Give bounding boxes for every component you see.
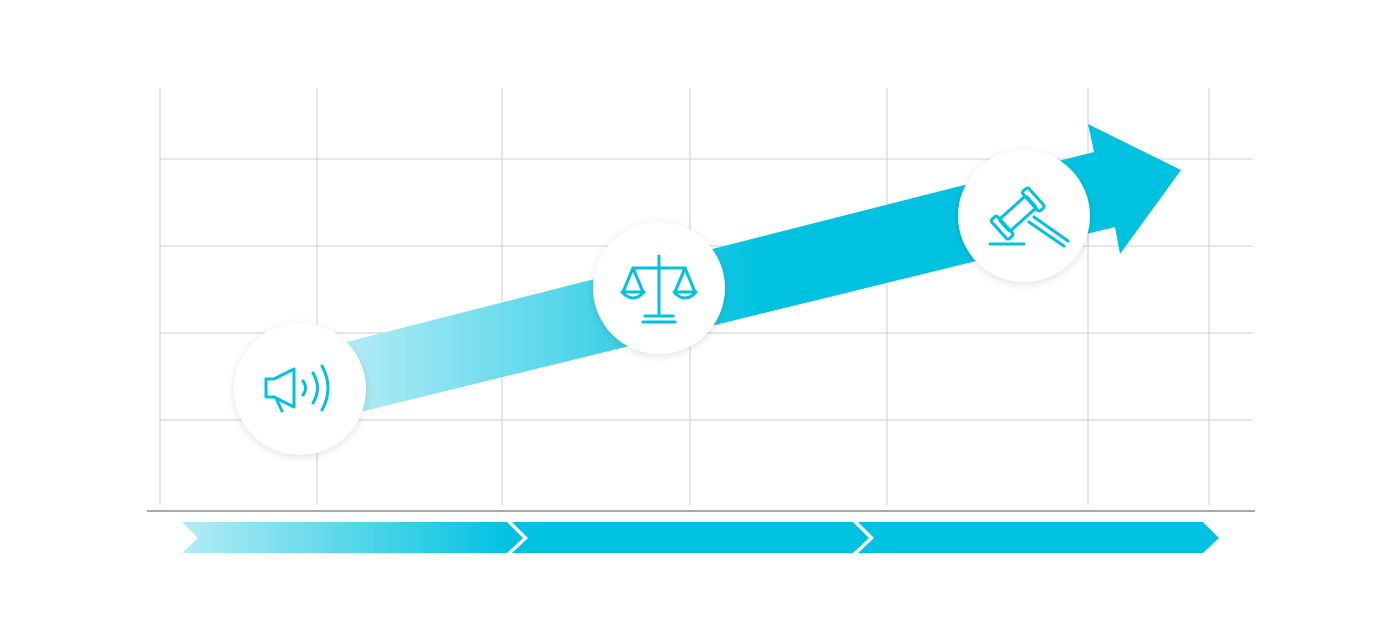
milestone-badge-1: [234, 323, 366, 455]
timeline-chevron-1: [182, 522, 523, 553]
gavel-icon: [988, 186, 1070, 248]
timeline-chevrons: [182, 522, 1219, 553]
megaphone-icon: [264, 364, 330, 413]
milestone-badge-circle: [958, 150, 1090, 282]
milestone-badge-circle: [234, 323, 366, 455]
milestone-badge-2: [593, 222, 725, 354]
scales-of-justice-icon: [620, 254, 698, 324]
timeline-chevron-2: [512, 522, 869, 553]
milestone-badge-3: [958, 150, 1090, 282]
timeline-chevron-3: [858, 522, 1219, 553]
